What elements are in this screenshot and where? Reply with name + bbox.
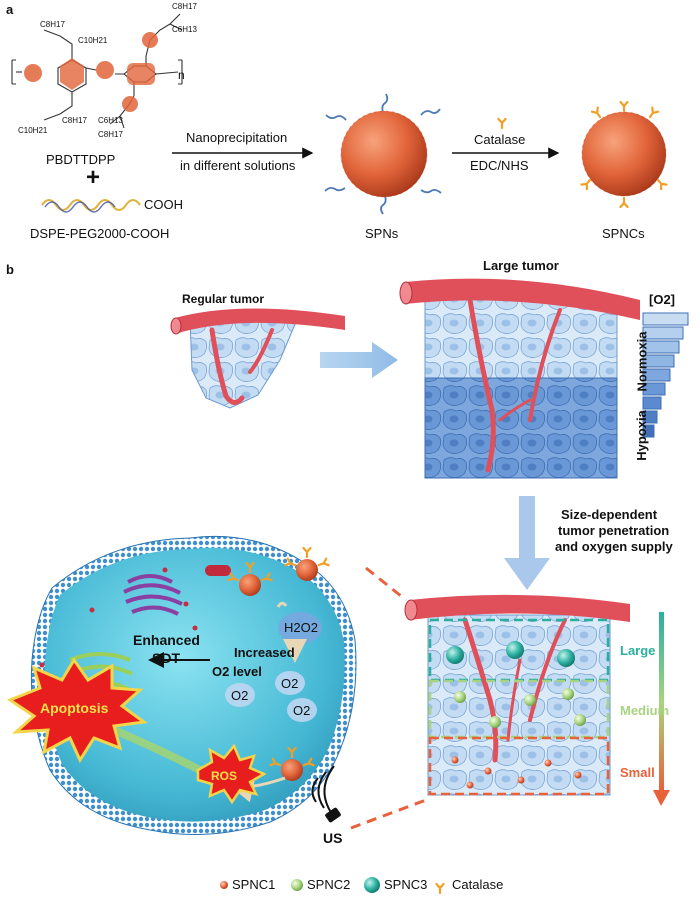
step2-line2: EDC/NHS — [470, 158, 529, 173]
spnc-sphere — [580, 100, 668, 209]
polymer-structure — [11, 13, 183, 129]
ros-label: ROS — [211, 769, 238, 783]
polymer-name: PBDTTDPP — [46, 152, 116, 167]
alkyl-chain-4: C6H13 — [172, 25, 197, 34]
increased-line1: Increased — [234, 645, 295, 660]
large-tumor-graphic — [399, 278, 640, 479]
size-dep-line1: Size-dependent — [561, 507, 658, 522]
spncs-label: SPNCs — [602, 226, 645, 241]
alkyl-chain-6: C8H17 — [62, 116, 87, 125]
normoxia-label: Normoxia — [634, 331, 650, 392]
penetration-arrow — [504, 496, 550, 590]
zoom-connector — [350, 566, 427, 830]
regular-tumor-title: Regular tumor — [182, 292, 265, 306]
alkyl-chain-7: C6H13 — [98, 116, 123, 125]
alkyl-chain-5: C10H21 — [18, 126, 48, 135]
legend-spnc2: SPNC2 — [307, 877, 351, 892]
step2-line1: Catalase — [474, 132, 526, 147]
zone-medium-label: Medium — [620, 703, 670, 718]
catalase-icon-step — [497, 117, 507, 130]
spn-sphere — [324, 93, 442, 215]
depth-bar — [659, 612, 664, 792]
alkyl-chain-8: C8H17 — [98, 130, 123, 139]
penetration-tumor-graphic — [404, 594, 630, 796]
o2-gradient-bars — [642, 312, 689, 438]
size-dep-line2: tumor penetration — [558, 523, 670, 538]
size-dep-line3: and oxygen supply — [555, 539, 673, 554]
panel-a-label: a — [6, 2, 14, 17]
legend-catalase: Catalase — [452, 877, 504, 892]
us-label: US — [323, 830, 343, 846]
zone-large-label: Large — [620, 643, 656, 658]
cooh-label: COOH — [144, 197, 183, 212]
hypoxia-label: Hypoxia — [633, 410, 649, 461]
cancer-cell-graphic — [6, 535, 357, 835]
regular-tumor-graphic — [170, 308, 345, 409]
o2-title: [O2] — [649, 292, 675, 307]
enhanced-line2: SDT — [152, 650, 180, 666]
h2o2-label: H2O2 — [284, 620, 318, 635]
plus-sign: + — [86, 164, 101, 191]
enhanced-line1: Enhanced — [133, 632, 200, 648]
increased-line2: O2 level — [212, 664, 262, 679]
zone-small-label: Small — [620, 765, 655, 780]
legend-spnc1: SPNC1 — [232, 877, 276, 892]
panel-b-label: b — [6, 262, 14, 277]
step1-line2: in different solutions — [180, 158, 296, 173]
dspe-peg-wave — [41, 199, 141, 211]
lipid-name: DSPE-PEG2000-COOH — [30, 226, 170, 241]
legend-spnc3: SPNC3 — [384, 877, 428, 892]
growth-arrow — [320, 342, 398, 378]
o2-bubble-2: O2 — [281, 676, 299, 691]
o2-bubble-3: O2 — [293, 703, 311, 718]
alkyl-chain-3: C8H17 — [172, 2, 197, 11]
spns-label: SPNs — [365, 226, 399, 241]
thiophene-rings — [24, 32, 158, 112]
legend-icons — [220, 877, 445, 895]
o2-bubble-1: O2 — [231, 688, 249, 703]
large-tumor-title: Large tumor — [483, 258, 559, 273]
polymer-subscript-n: n — [178, 68, 185, 82]
alkyl-chain-2: C10H21 — [78, 36, 108, 45]
apoptosis-label: Apoptosis — [40, 700, 109, 716]
step1-line1: Nanoprecipitation — [186, 130, 288, 145]
alkyl-chain-1: C8H17 — [40, 20, 65, 29]
